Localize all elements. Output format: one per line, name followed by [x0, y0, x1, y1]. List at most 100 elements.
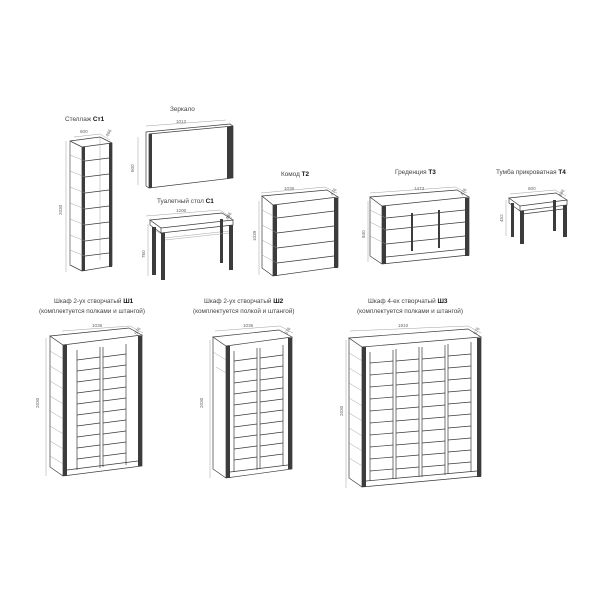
sh2-depth-label: 576	[284, 326, 292, 336]
sh1-left-side	[63, 345, 67, 476]
sh3-door1-panels	[369, 360, 394, 472]
chest-t2: Комод Т2 1036 476 1039	[252, 171, 340, 277]
sh1-top	[49, 327, 144, 346]
sh3-note: (комплектуется полками и штангой)	[357, 307, 463, 315]
sh1-height-label: 2030	[35, 397, 40, 408]
sh1-left-door-panels	[76, 356, 101, 460]
sh3-dim-lines	[345, 325, 482, 488]
sh2-body	[212, 337, 293, 479]
sh1-width-label: 1036	[92, 323, 103, 328]
sh3-door-verticals	[369, 342, 472, 481]
sh2-width-label: 1036	[243, 323, 254, 328]
t4-width-label: 600	[528, 186, 536, 191]
c1-leg-back-left	[152, 227, 156, 275]
sh3-left-side	[362, 347, 366, 487]
sh1-side-shelves	[49, 350, 66, 466]
t2-drawer-depth	[261, 209, 278, 264]
c1-drawer-line	[163, 230, 230, 239]
nightstand-t4: Тумба прикроватная Т4 600 466 452	[496, 168, 569, 244]
st1-right-side	[109, 143, 112, 267]
mirror-dim-lines	[137, 119, 227, 185]
t2-left-side	[273, 205, 277, 276]
sh1-right-side	[138, 336, 142, 466]
shelving-st1: Стеллаж Ст1 600 466 2030	[58, 116, 113, 272]
st1-dim-lines	[73, 133, 111, 141]
t2-right-side	[334, 198, 338, 268]
t4-leg-back-right	[553, 200, 556, 231]
t2-height-label: 1039	[252, 230, 257, 241]
c1-caption: Туалетный стол С1	[157, 197, 214, 205]
sh1-caption: Шкаф 2-ух створчатый Ш1	[54, 297, 134, 305]
sh2-caption: Шкаф 2-ух створчатый Ш2	[204, 297, 284, 305]
sh2-left-side	[226, 346, 230, 478]
dressing-table-c1: Туалетный стол С1 1200 466 760	[141, 197, 235, 280]
sh3-right-side	[477, 338, 481, 477]
sh1-depth-label: 576	[134, 326, 142, 336]
t3-top	[369, 189, 471, 207]
c1-leg-front-left	[161, 233, 165, 280]
mirror-frame	[145, 123, 234, 189]
t3-depth-lines	[369, 209, 387, 245]
c1-width-label: 1200	[176, 208, 187, 213]
t3-height-label: 840	[361, 230, 366, 238]
c1-top-edge	[149, 220, 234, 234]
mirror-width-label: 1012	[176, 119, 187, 124]
st1-left-side	[82, 147, 85, 271]
sh2-door-verticals	[233, 345, 284, 472]
sh1-door-verticals	[76, 344, 127, 470]
wardrobe-sh2: Шкаф 2-ух створчатый Ш2 (комплектуется п…	[193, 297, 295, 479]
st1-shelf-depth	[69, 154, 86, 257]
t2-dim-lines	[258, 186, 338, 275]
t3-drawer-row	[385, 209, 466, 231]
mirror: Зеркало 1012 600	[130, 106, 234, 189]
sh1-dim-lines	[45, 325, 144, 476]
t4-dim-lines	[505, 189, 567, 236]
sh3-door2-panels	[395, 358, 420, 470]
t4-height-label: 452	[499, 214, 504, 222]
t2-drawers	[276, 210, 335, 264]
t4-top-edge	[508, 198, 568, 212]
sh2-left-door-panels	[233, 357, 258, 461]
sh2-base-line	[229, 464, 289, 473]
t4-caption: Тумба прикроватная Т4	[496, 168, 566, 176]
st1-depth-label: 466	[105, 128, 113, 138]
t3-lower-lines	[385, 235, 466, 258]
sh3-door3-panels	[421, 356, 446, 468]
t3-left-side	[382, 206, 386, 264]
c1-leg-front-right	[229, 225, 233, 270]
t4-depth-label: 466	[558, 188, 566, 198]
st1-caption: Стеллаж Ст1	[65, 116, 105, 123]
sh3-side-shelves	[348, 352, 365, 468]
t2-caption: Комод Т2	[281, 171, 309, 178]
t4-leg-front-right	[563, 205, 567, 237]
sh2-right-side	[288, 338, 292, 469]
sh3-door4-panels	[447, 353, 472, 465]
t2-top	[261, 189, 340, 206]
t3-dim-lines	[367, 186, 468, 262]
mirror-frame-edge	[148, 125, 234, 188]
sideboard-t3: Греденция Т3 1473 476 840	[361, 169, 471, 265]
mirror-right-bar	[227, 126, 233, 179]
t4-drawer	[522, 208, 564, 215]
t3-right-side	[465, 198, 469, 256]
c1-leg-back-right	[220, 219, 223, 263]
sh3-height-label: 2030	[339, 405, 344, 416]
sh1-note: (комплектуется полками и штангой)	[39, 307, 145, 315]
st1-height-label: 2030	[58, 204, 63, 215]
t3-door-dividers	[411, 210, 440, 251]
sh1-right-door-panels	[102, 353, 127, 457]
sh3-caption: Шкаф 4-ех створчатый Ш3	[368, 297, 448, 305]
wardrobe-sh3: Шкаф 4-ех створчатый Ш3 (комплектуется п…	[339, 297, 483, 488]
sh2-height-label: 2030	[199, 397, 204, 408]
sh2-top	[212, 329, 294, 347]
t3-width-label: 1473	[414, 186, 425, 191]
t3-caption: Греденция Т3	[395, 169, 436, 176]
t3-depth-label: 476	[460, 187, 468, 197]
sh3-top	[347, 328, 483, 348]
sh2-right-door-panels	[259, 354, 284, 458]
c1-underframe	[155, 230, 230, 241]
wardrobe-sh1: Шкаф 2-ух створчатый Ш1 (комплектуется п…	[35, 297, 145, 477]
sh2-dim-lines	[209, 325, 294, 478]
t4-leg-front-left	[520, 211, 524, 244]
